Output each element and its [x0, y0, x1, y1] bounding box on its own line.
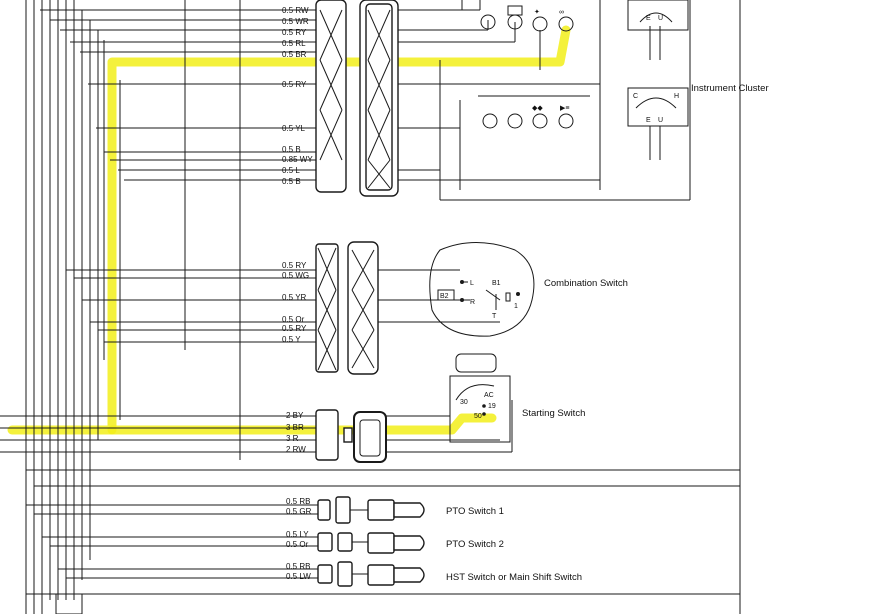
left-bus-wires — [25, 0, 241, 614]
headlight-icon: ▶≡ — [560, 105, 569, 112]
highlight-start-run — [107, 413, 497, 435]
wire-label: 0.5 L — [282, 166, 300, 175]
wire-label: 0.5 LW — [286, 572, 311, 581]
wire-label: 0.5 RY — [282, 261, 307, 270]
component-label: PTO Switch 1 — [446, 506, 504, 517]
start-terminal: 50 — [474, 413, 482, 420]
wire-label: 0.5 RB — [286, 497, 310, 506]
component-label: PTO Switch 2 — [446, 539, 504, 550]
pto-switch-1: 0.5 RB 0.5 GR PTO Switch 1 — [26, 496, 504, 524]
component-label: Combination Switch — [544, 278, 628, 289]
wire-label: 0.5 LY — [286, 530, 309, 539]
start-terminal: 19 — [488, 403, 496, 410]
wire-label: 0.5 RY — [282, 28, 307, 37]
wire-label: 0.5 RB — [286, 562, 310, 571]
gauge-letter: U — [658, 15, 663, 22]
indicator-lamp — [532, 113, 548, 129]
wire-label: 0.5 GR — [286, 507, 312, 516]
wire-label: 0.5 RY — [282, 324, 307, 333]
gauge-letter: C — [633, 93, 638, 100]
top-connector-pair — [315, 0, 399, 197]
instrument-cluster: ✦ ∞ ◆◆ ▶≡ E U C H E U Instrument Cluster — [461, 0, 769, 160]
wire-label: 0.5 WR — [282, 17, 309, 26]
top-wire-labels: 0.5 RW 0.5 WR 0.5 RY 0.5 RL 0.5 BR 0.5 R… — [282, 6, 313, 186]
wire-label: 0.85 WY — [282, 155, 313, 164]
wire-label: 0.5 B — [282, 177, 301, 186]
wire-label: 2 RW — [286, 445, 306, 454]
indicator-lamp — [482, 113, 498, 129]
indicator-lamp — [532, 16, 548, 32]
combination-switch-wires — [66, 269, 500, 343]
temp-gauge — [627, 87, 689, 127]
component-label: HST Switch or Main Shift Switch — [446, 572, 582, 583]
start-terminal: AC — [484, 392, 494, 399]
component-label: Starting Switch — [522, 408, 585, 419]
combo-terminal: B1 — [492, 280, 501, 287]
bottom-bus-wires — [26, 0, 741, 614]
wire-label: 0.5 B — [282, 145, 301, 154]
combo-terminal: L — [470, 280, 474, 287]
indicator-lamp — [558, 113, 574, 129]
middle-connector-pair — [315, 241, 379, 375]
wire-label: 0.5 YL — [282, 124, 306, 133]
start-terminal: 30 — [460, 399, 468, 406]
combo-terminal: 1 — [514, 303, 518, 310]
starting-connector-pair — [315, 409, 387, 463]
oil-icon: ✦ — [534, 8, 540, 16]
combo-terminal: R — [470, 299, 475, 306]
wire-label: 0.5 RW — [282, 6, 309, 15]
combination-wire-labels: 0.5 RY 0.5 WG 0.5 YR 0.5 Or 0.5 RY 0.5 Y — [282, 261, 309, 344]
highlighted-circuit — [7, 25, 571, 435]
combo-terminal: T — [492, 313, 497, 320]
gauge-letter: U — [658, 117, 663, 124]
pto-switch-2: 0.5 LY 0.5 Or PTO Switch 2 — [42, 530, 504, 554]
fuel-gauge — [627, 0, 689, 31]
wire-label: 0.5 WG — [282, 271, 309, 280]
wire-label: 0.5 Or — [286, 540, 309, 549]
indicator-lamp — [558, 16, 574, 32]
combo-terminal: B2 — [440, 293, 449, 300]
indicator-lamp — [480, 14, 496, 30]
wire-label: 0.5 RL — [282, 39, 306, 48]
combination-switch: L B1 B2 R T 1 Combination Switch — [429, 242, 628, 337]
hst-switch: 0.5 RB 0.5 LW HST Switch or Main Shift S… — [58, 561, 582, 587]
wire-label: 0.5 YR — [282, 293, 307, 302]
starting-switch-wires — [0, 400, 513, 453]
wire-label: 2 BY — [286, 411, 304, 420]
wire-label: 0.5 RY — [282, 80, 307, 89]
starting-wire-labels: 2 BY 3 BR 3 R 2 RW — [286, 411, 306, 454]
gauge-letter: E — [646, 117, 651, 124]
glow-plug-icon: ∞ — [559, 9, 564, 16]
gauge-letter: E — [646, 15, 651, 22]
component-label: Instrument Cluster — [691, 83, 769, 94]
wire-label: 0.5 Y — [282, 335, 301, 344]
wire-label: 3 BR — [286, 423, 304, 432]
gauge-letter: H — [674, 93, 679, 100]
wire-label: 3 R — [286, 434, 299, 443]
wire-label: 0.5 Or — [282, 315, 305, 324]
turn-signal-icon: ◆◆ — [532, 105, 543, 112]
indicator-lamp — [507, 113, 523, 129]
wire-label: 0.5 BR — [282, 50, 307, 59]
top-harness-wires — [40, 0, 691, 201]
starting-switch: 30 AC 19 50 Starting Switch — [449, 353, 585, 443]
battery-icon — [507, 5, 523, 16]
highlight-main-run — [7, 25, 571, 435]
